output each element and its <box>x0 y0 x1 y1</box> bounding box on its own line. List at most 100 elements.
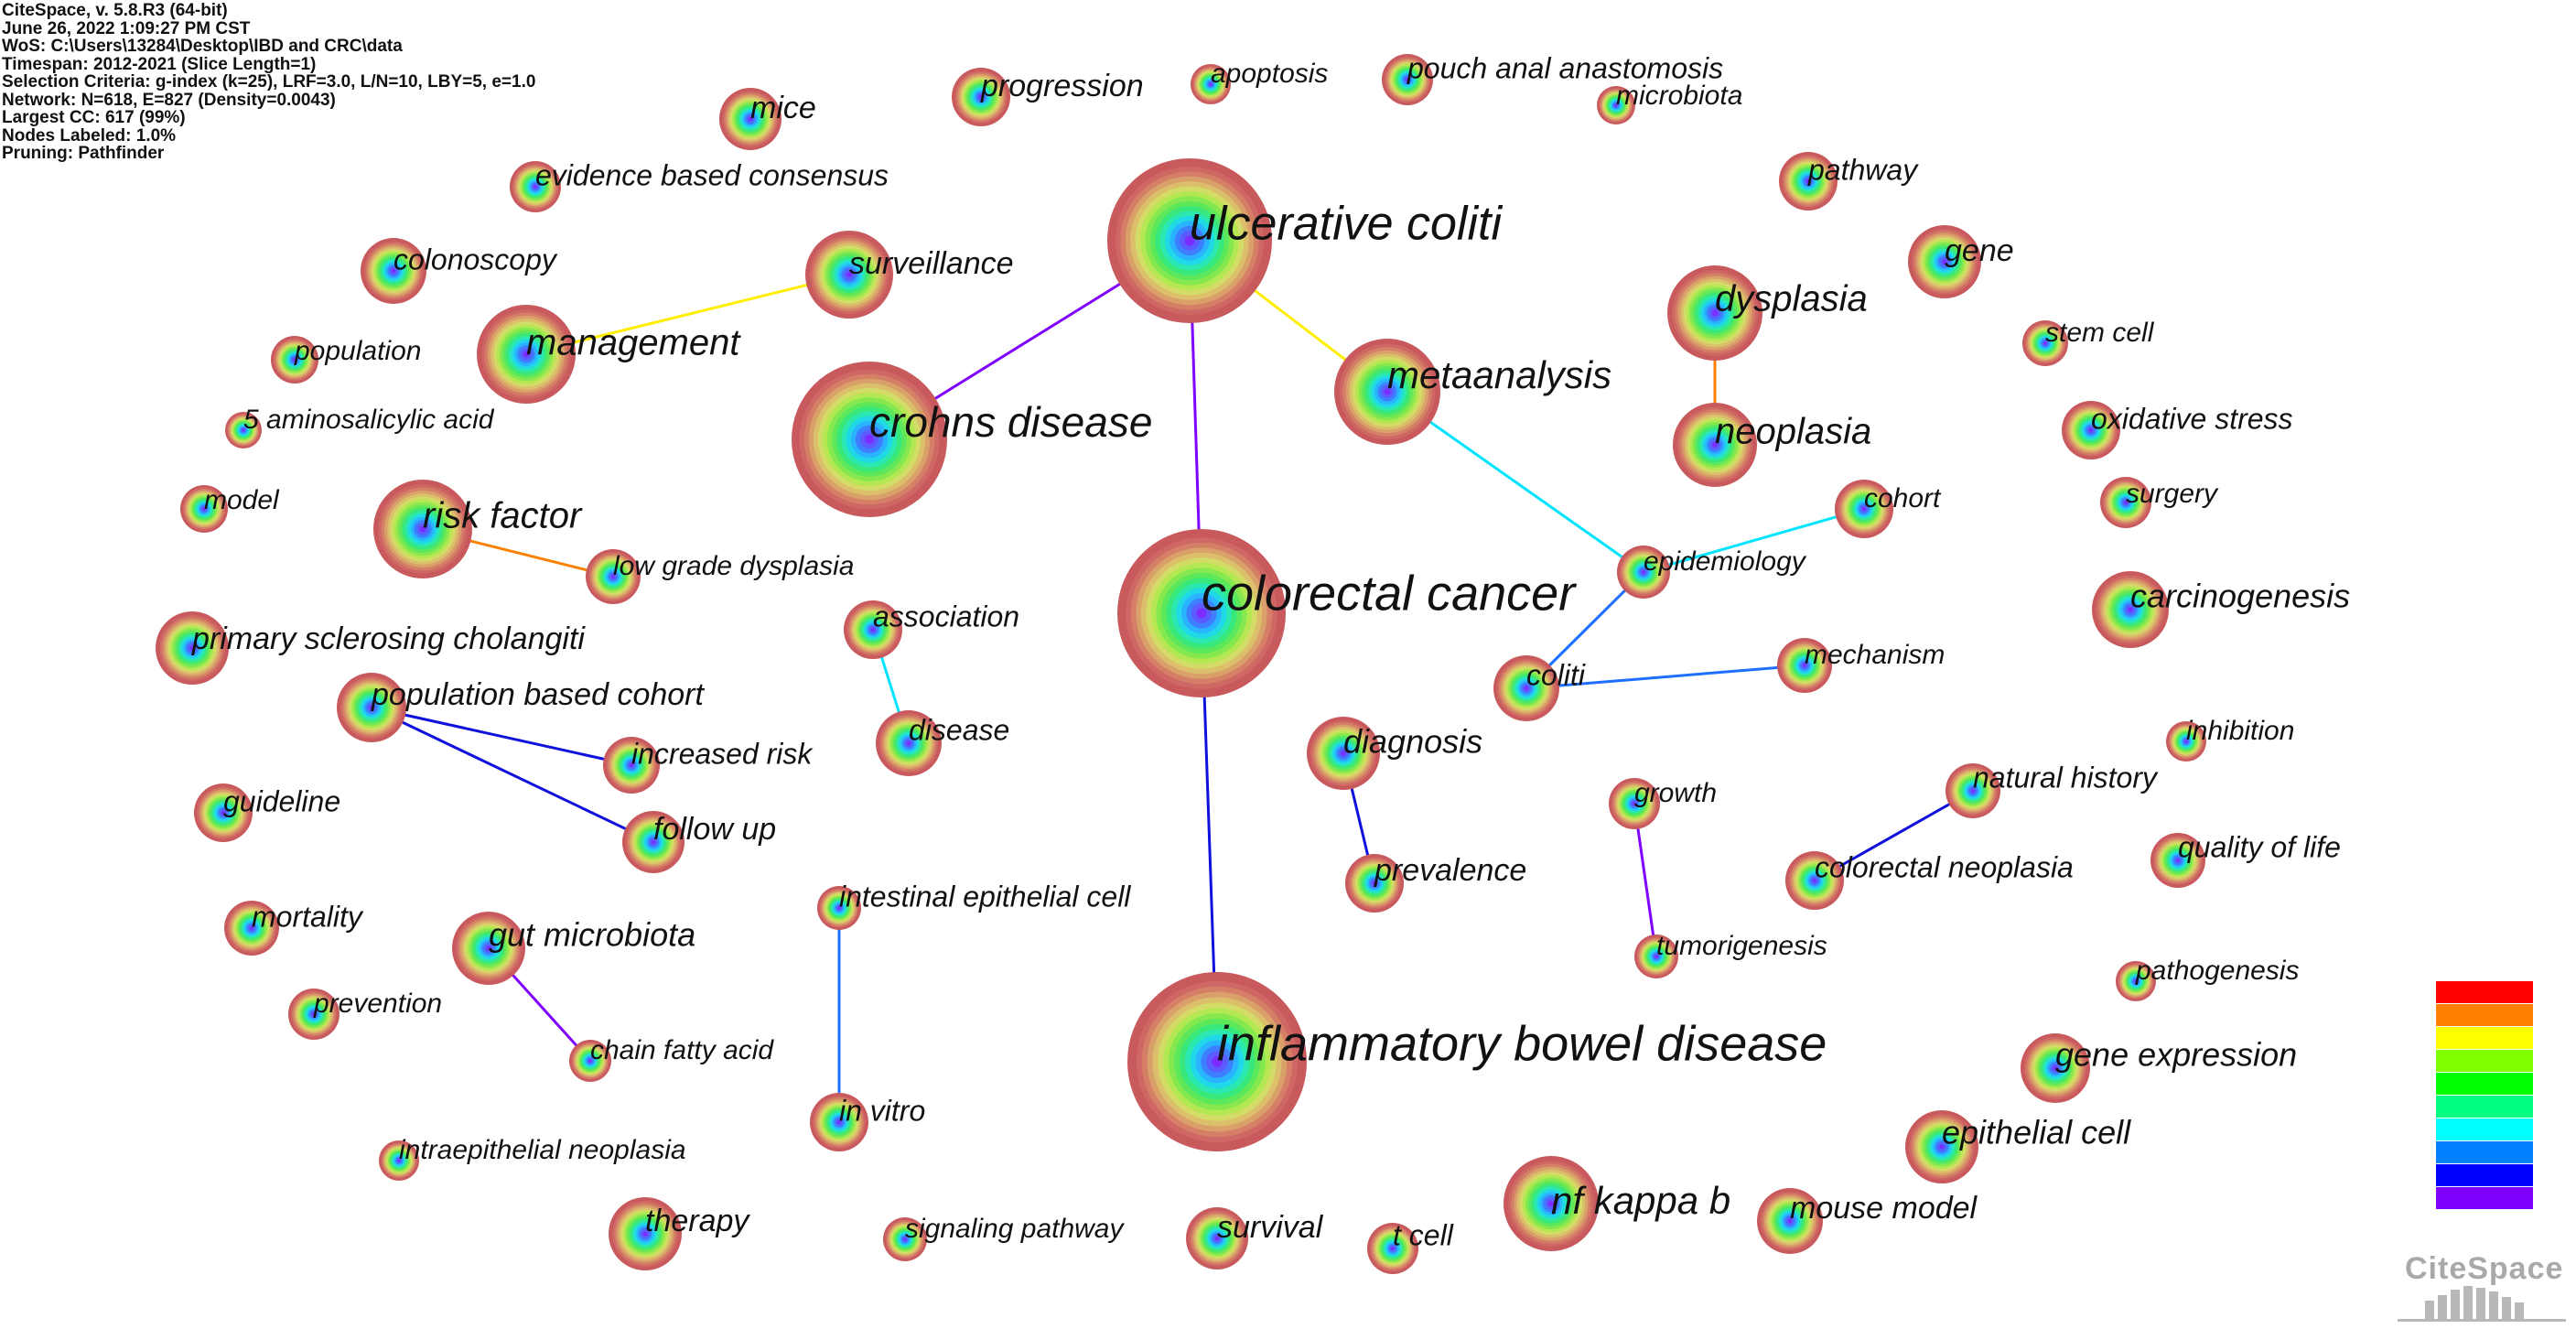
label-colorectal-cancer[interactable]: colorectal cancer <box>1202 566 1577 621</box>
node-carcinogenesis[interactable] <box>2092 571 2169 648</box>
label-prevention[interactable]: prevention <box>313 989 442 1019</box>
label-natural-history[interactable]: natural history <box>1973 761 2159 794</box>
node-ulcerative-coliti[interactable] <box>1107 158 1272 323</box>
label-intraepithelial-neoplasia[interactable]: intraepithelial neoplasia <box>399 1135 686 1165</box>
node-evidence-based-consensus[interactable] <box>510 161 561 212</box>
label-quality-of-life[interactable]: quality of life <box>2178 830 2341 863</box>
label-risk-factor[interactable]: risk factor <box>423 496 583 536</box>
node-tumorigenesis[interactable] <box>1634 935 1678 978</box>
label-t-cell[interactable]: t cell <box>1393 1218 1454 1251</box>
node-diagnosis[interactable] <box>1307 717 1380 790</box>
node-prevalence[interactable] <box>1345 854 1404 913</box>
label-pathway[interactable]: pathway <box>1807 153 1919 186</box>
node-pathogenesis[interactable] <box>2116 961 2156 1001</box>
label-epidemiology[interactable]: epidemiology <box>1644 546 1807 577</box>
node-chain-fatty-acid[interactable] <box>569 1040 611 1082</box>
label-gene[interactable]: gene <box>1945 233 2014 268</box>
label-gene-expression[interactable]: gene expression <box>2055 1036 2297 1074</box>
node-management[interactable] <box>477 305 576 404</box>
label-prevalence[interactable]: prevalence <box>1374 853 1526 888</box>
label-colorectal-neoplasia[interactable]: colorectal neoplasia <box>1815 850 2074 883</box>
node-risk-factor[interactable] <box>373 480 472 578</box>
node-gene[interactable] <box>1908 225 1981 298</box>
label-evidence-based-consensus[interactable]: evidence based consensus <box>535 158 889 191</box>
label-population-based-cohort[interactable]: population based cohort <box>371 677 705 712</box>
node-intestinal-epithelial-cell[interactable] <box>817 886 861 930</box>
node-growth[interactable] <box>1609 778 1660 829</box>
node-colorectal-cancer[interactable] <box>1117 529 1286 697</box>
label-population[interactable]: population <box>294 336 421 366</box>
node-metaanalysis[interactable] <box>1334 339 1440 445</box>
label-crohns-disease[interactable]: crohns disease <box>869 398 1152 446</box>
label-increased-risk[interactable]: increased risk <box>631 737 814 770</box>
label-apoptosis[interactable]: apoptosis <box>1211 59 1328 89</box>
label-low-grade-dysplasia[interactable]: low grade dysplasia <box>613 551 854 581</box>
node-oxidative-stress[interactable] <box>2062 401 2120 459</box>
label-growth[interactable]: growth <box>1634 778 1717 808</box>
node-therapy[interactable] <box>609 1197 682 1270</box>
node-inflammatory-bowel-disease[interactable] <box>1127 972 1307 1151</box>
node-quality-of-life[interactable] <box>2150 833 2205 888</box>
label-inhibition[interactable]: inhibition <box>2186 716 2294 746</box>
node-inhibition[interactable] <box>2166 721 2206 762</box>
node-stem-cell[interactable] <box>2022 320 2068 366</box>
node-apoptosis[interactable] <box>1191 64 1231 104</box>
node-primary-sclerosing[interactable] <box>156 611 229 685</box>
node-mouse-model[interactable] <box>1757 1188 1823 1254</box>
node-coliti[interactable] <box>1493 655 1559 721</box>
label-pouch-anal-anastomosis[interactable]: pouch anal anastomosis <box>1407 51 1723 84</box>
node-population-based-cohort[interactable] <box>337 673 406 742</box>
label-model[interactable]: model <box>204 485 280 515</box>
label-progression[interactable]: progression <box>980 69 1144 103</box>
node-natural-history[interactable] <box>1945 763 2000 818</box>
label-primary-sclerosing[interactable]: primary sclerosing cholangiti <box>191 621 586 656</box>
node-aminosalicylic[interactable] <box>225 412 262 448</box>
node-pouch-anal-anastomosis[interactable] <box>1382 54 1433 105</box>
label-colonoscopy[interactable]: colonoscopy <box>393 243 558 276</box>
node-epithelial-cell[interactable] <box>1905 1110 1978 1183</box>
label-pathogenesis[interactable]: pathogenesis <box>2135 956 2299 986</box>
node-colonoscopy[interactable] <box>361 238 426 304</box>
node-guideline[interactable] <box>194 783 253 842</box>
node-signaling-pathway[interactable] <box>883 1217 927 1261</box>
label-inflammatory-bowel-disease[interactable]: inflammatory bowel disease <box>1217 1016 1827 1071</box>
label-mechanism[interactable]: mechanism <box>1805 640 1945 670</box>
node-model[interactable] <box>180 485 228 533</box>
node-disease[interactable] <box>876 710 942 776</box>
node-surveillance[interactable] <box>805 231 893 319</box>
node-low-grade-dysplasia[interactable] <box>586 549 641 604</box>
node-progression[interactable] <box>952 68 1010 126</box>
node-cohort[interactable] <box>1835 480 1893 538</box>
node-colorectal-neoplasia[interactable] <box>1785 851 1844 910</box>
label-neoplasia[interactable]: neoplasia <box>1715 412 1871 452</box>
node-crohns-disease[interactable] <box>792 362 947 517</box>
label-disease[interactable]: disease <box>909 713 1009 746</box>
label-in-vitro[interactable]: in vitro <box>839 1094 925 1127</box>
label-tumorigenesis[interactable]: tumorigenesis <box>1656 931 1827 961</box>
node-t-cell[interactable] <box>1367 1223 1418 1274</box>
node-intraepithelial-neoplasia[interactable] <box>379 1140 419 1181</box>
node-survival[interactable] <box>1186 1207 1248 1270</box>
node-follow-up[interactable] <box>622 811 684 873</box>
label-diagnosis[interactable]: diagnosis <box>1343 723 1482 761</box>
label-intestinal-epithelial-cell[interactable]: intestinal epithelial cell <box>839 880 1131 913</box>
node-pathway[interactable] <box>1779 152 1838 211</box>
node-gut-microbiota[interactable] <box>452 912 525 985</box>
label-therapy[interactable]: therapy <box>645 1204 750 1238</box>
node-mice[interactable] <box>719 88 781 150</box>
label-mice[interactable]: mice <box>750 91 816 125</box>
node-epidemiology[interactable] <box>1617 546 1670 599</box>
label-epithelial-cell[interactable]: epithelial cell <box>1942 1114 2131 1151</box>
label-metaanalysis[interactable]: metaanalysis <box>1387 353 1611 396</box>
label-ulcerative-coliti[interactable]: ulcerative coliti <box>1190 198 1503 251</box>
node-increased-risk[interactable] <box>603 737 660 794</box>
label-aminosalicylic[interactable]: 5 aminosalicylic acid <box>243 405 495 435</box>
label-chain-fatty-acid[interactable]: chain fatty acid <box>590 1035 774 1065</box>
label-oxidative-stress[interactable]: oxidative stress <box>2091 402 2293 435</box>
node-surgery[interactable] <box>2100 477 2151 528</box>
label-carcinogenesis[interactable]: carcinogenesis <box>2130 578 2350 615</box>
label-mouse-model[interactable]: mouse model <box>1790 1191 1978 1226</box>
node-mechanism[interactable] <box>1777 638 1832 693</box>
node-dysplasia[interactable] <box>1667 265 1762 361</box>
